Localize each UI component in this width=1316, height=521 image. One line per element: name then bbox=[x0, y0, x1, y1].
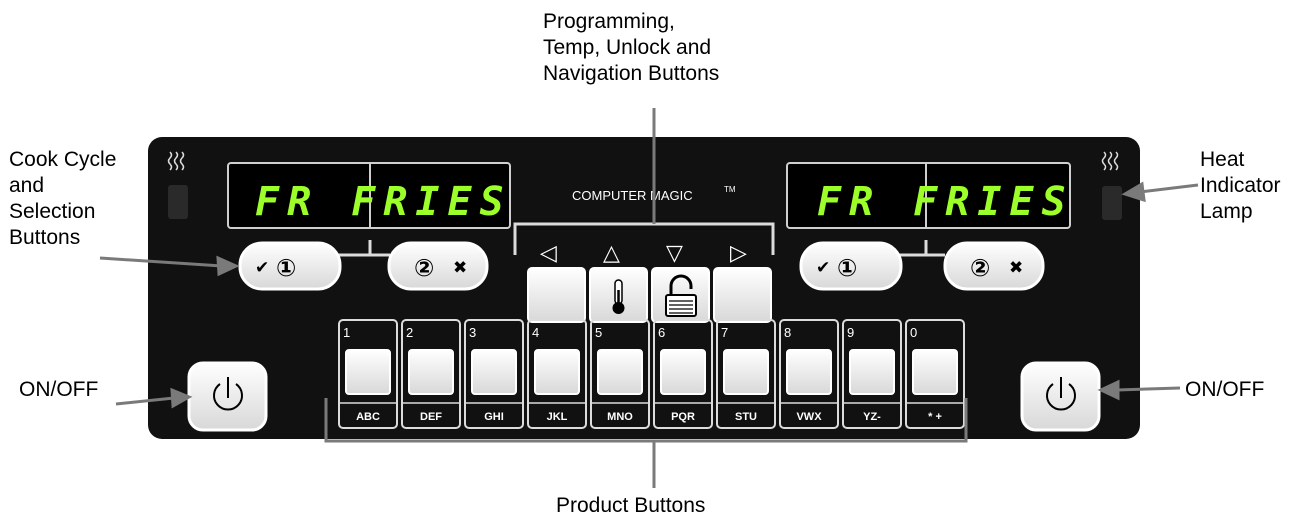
product-key-letters: STU bbox=[735, 411, 757, 423]
display-left-text: FR FRIES bbox=[255, 179, 512, 225]
display-left: FR FRIES bbox=[227, 162, 512, 229]
x-icon: ✖ bbox=[453, 258, 467, 278]
nav-bracket bbox=[513, 222, 775, 255]
x-icon: ✖ bbox=[1009, 258, 1023, 278]
product-key-letters: PQR bbox=[671, 411, 695, 423]
callout-lines bbox=[99, 108, 1199, 488]
power-icon bbox=[1046, 377, 1076, 411]
product-key-frame bbox=[653, 319, 713, 429]
product-key-number: 8 bbox=[784, 325, 791, 340]
product-key-frame bbox=[401, 319, 461, 429]
product-key-number: 7 bbox=[721, 325, 728, 340]
power-icon bbox=[213, 377, 243, 411]
cook-cycle-number-1: ① bbox=[276, 254, 296, 282]
thermometer-icon bbox=[612, 279, 625, 314]
product-key-number: 3 bbox=[469, 325, 476, 340]
selection-group-right: ✔ ① ② ✖ bbox=[799, 240, 1045, 291]
programming-left-button[interactable] bbox=[527, 267, 586, 323]
product-key-frame bbox=[338, 319, 398, 429]
heat-icon-left bbox=[167, 151, 185, 171]
product-key-number: 6 bbox=[658, 325, 665, 340]
product-key-frame bbox=[590, 319, 650, 429]
trademark-label: TM bbox=[724, 185, 736, 194]
product-key-letters: MNO bbox=[607, 411, 633, 423]
programming-right-button[interactable] bbox=[713, 267, 772, 323]
product-key-face[interactable] bbox=[471, 349, 517, 395]
cook-cycle-button-2-left[interactable] bbox=[387, 241, 489, 291]
heat-icon-right bbox=[1101, 151, 1119, 171]
product-key-number: 1 bbox=[343, 325, 350, 340]
check-icon: ✔ bbox=[255, 258, 269, 278]
product-key-face[interactable] bbox=[786, 349, 832, 395]
product-key-letters: ABC bbox=[356, 411, 380, 423]
product-key-letters: GHI bbox=[484, 411, 504, 423]
product-key-letters: * + bbox=[928, 411, 942, 423]
callout-programming: Programming, Temp, Unlock and Navigation… bbox=[543, 10, 720, 85]
cook-cycle-button-1-left[interactable] bbox=[238, 241, 342, 291]
product-key-frame bbox=[779, 319, 839, 429]
product-key-face[interactable] bbox=[345, 349, 391, 395]
product-key-0[interactable]: 0 * + bbox=[905, 319, 965, 429]
product-key-face[interactable] bbox=[849, 349, 895, 395]
product-key-letters: JKL bbox=[547, 411, 568, 423]
product-key-number: 4 bbox=[532, 325, 539, 340]
selection-group-left: ✔ ① ② ✖ bbox=[238, 240, 489, 291]
product-key-face[interactable] bbox=[660, 349, 706, 395]
product-key-face[interactable] bbox=[534, 349, 580, 395]
product-key-face[interactable] bbox=[912, 349, 958, 395]
down-arrow-icon: ▽ bbox=[666, 241, 683, 266]
product-key-face[interactable] bbox=[408, 349, 454, 395]
cook-cycle-button-1-right[interactable] bbox=[799, 241, 903, 291]
left-arrow-icon: ◁ bbox=[540, 241, 557, 266]
check-icon: ✔ bbox=[816, 258, 830, 278]
cook-cycle-number-2: ② bbox=[970, 254, 990, 282]
cook-cycle-number-2: ② bbox=[414, 254, 434, 282]
heat-indicator-lamp-left bbox=[168, 185, 188, 219]
product-key-frame bbox=[842, 319, 902, 429]
on-off-button-left[interactable] bbox=[187, 361, 268, 432]
product-key-number: 0 bbox=[910, 325, 917, 340]
product-key-letters: VWX bbox=[796, 411, 822, 423]
on-off-button-right[interactable] bbox=[1020, 361, 1101, 432]
product-key-9[interactable]: 9YZ- bbox=[842, 319, 902, 429]
callout-heat-indicator: Heat Indicator Lamp bbox=[1200, 148, 1281, 223]
callout-product-buttons: Product Buttons bbox=[556, 494, 706, 517]
cook-cycle-number-1: ① bbox=[837, 254, 857, 282]
brand-label: COMPUTER MAGIC bbox=[572, 188, 693, 203]
product-key-letters: YZ- bbox=[863, 411, 881, 423]
unlock-icon bbox=[665, 274, 697, 317]
display-right: FR FRIES bbox=[786, 162, 1074, 229]
callout-on-off-right: ON/OFF bbox=[1185, 378, 1265, 401]
product-key-face[interactable] bbox=[597, 349, 643, 395]
heat-indicator-lamp-right bbox=[1102, 186, 1122, 220]
right-arrow-icon: ▷ bbox=[730, 241, 747, 266]
product-key-face[interactable] bbox=[723, 349, 769, 395]
product-key-frame bbox=[464, 319, 524, 429]
cook-cycle-button-2-right[interactable] bbox=[943, 241, 1045, 291]
callout-on-off-left: ON/OFF bbox=[19, 378, 99, 401]
product-key-frame bbox=[716, 319, 776, 429]
product-key-letters: DEF bbox=[420, 411, 442, 423]
product-key-number: 5 bbox=[595, 325, 602, 340]
up-arrow-icon: △ bbox=[603, 241, 620, 266]
display-right-text: FR FRIES bbox=[817, 179, 1074, 225]
product-key-frame bbox=[905, 319, 965, 429]
product-key-number: 9 bbox=[847, 325, 854, 340]
callout-cook-cycle: Cook Cycle and Selection Buttons bbox=[9, 148, 117, 249]
product-key-frame bbox=[527, 319, 587, 429]
product-key-number: 2 bbox=[406, 325, 413, 340]
